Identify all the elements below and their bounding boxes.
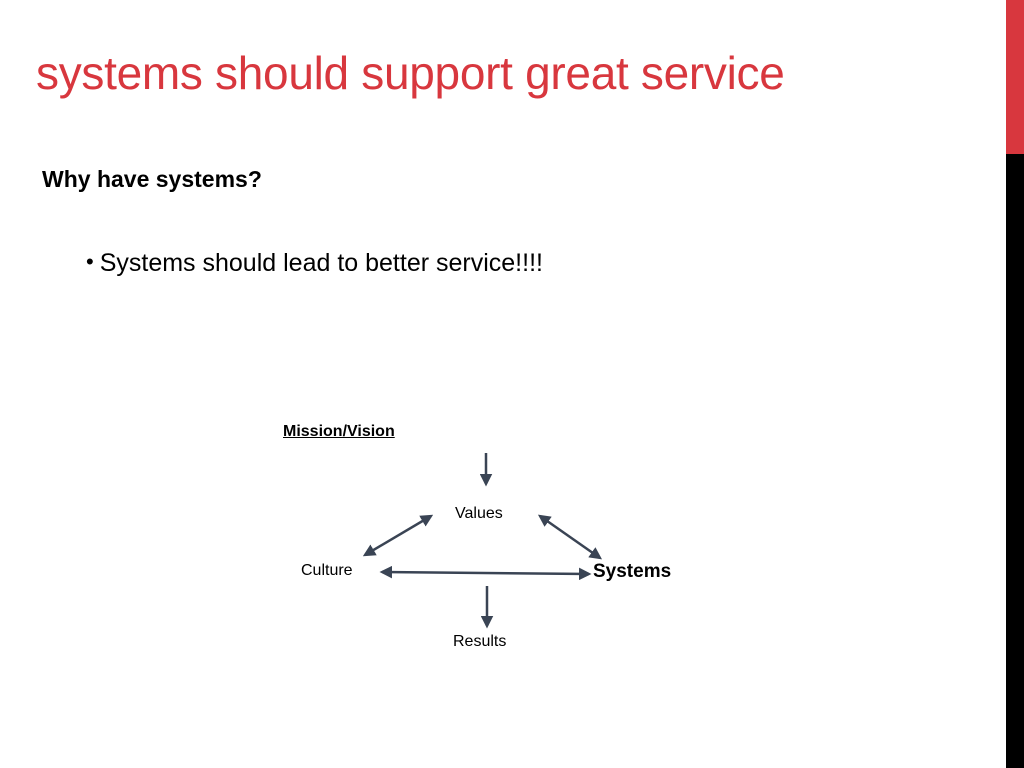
- arrow-culture-systems: [379, 565, 592, 581]
- node-results: Results: [453, 633, 507, 650]
- node-culture: Culture: [301, 562, 353, 579]
- bullet-text: Systems should lead to better service!!!…: [99, 249, 543, 277]
- node-mission-vision: Mission/Vision: [283, 423, 395, 440]
- subheading: Why have systems?: [42, 166, 262, 192]
- slide-title: systems should support great service: [36, 47, 785, 99]
- bullet-item: •Systems should lead to better service!!…: [86, 249, 543, 278]
- arrow-values-culture: [362, 514, 434, 557]
- node-systems: Systems: [593, 561, 672, 582]
- sidebar-accent-black: [1006, 154, 1024, 768]
- node-values: Values: [455, 505, 503, 522]
- arrow-values-systems: [537, 514, 603, 560]
- bullet-marker: •: [86, 249, 94, 274]
- sidebar-accent-red: [1006, 0, 1024, 154]
